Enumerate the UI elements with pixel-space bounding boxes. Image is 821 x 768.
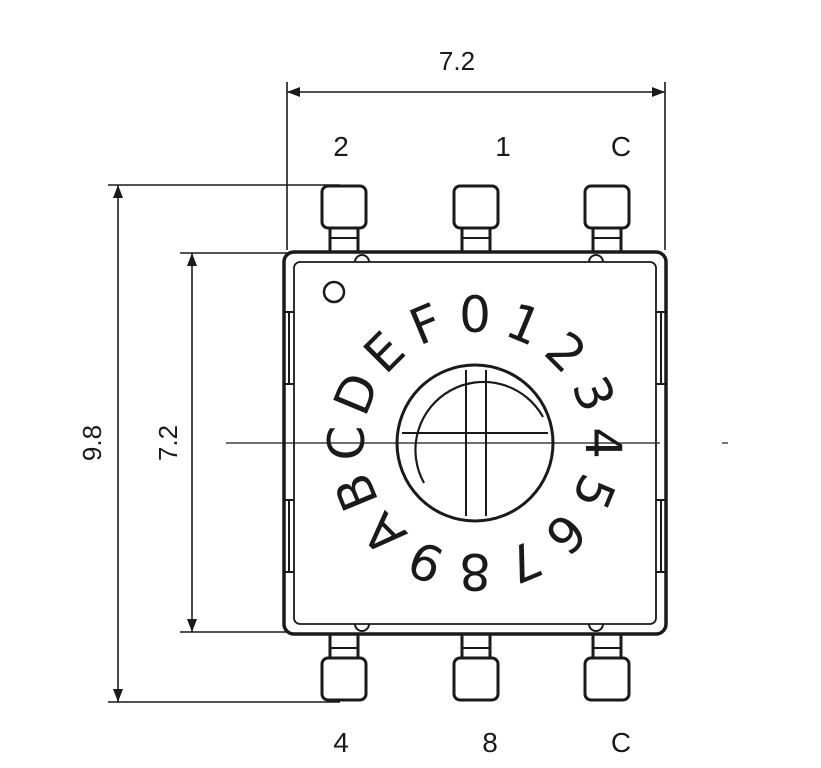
dimension-lines (108, 82, 666, 703)
pin-top-right (583, 184, 631, 256)
overall-height-dimension-label: 9.8 (77, 425, 107, 461)
pin-bottom-right (583, 630, 631, 702)
dial-char-c: C (318, 426, 376, 461)
rotor-inner-arc (414, 380, 544, 484)
dimension-arrowheads (113, 87, 665, 702)
pin-label-bottom-right: C (611, 727, 631, 758)
pin-label-bottom-left: 4 (333, 727, 349, 758)
pin-top-left (320, 184, 368, 256)
dial-char-0: 0 (459, 286, 491, 344)
bottom-pins (320, 630, 631, 702)
top-pins (320, 184, 631, 256)
pin-label-top-right: C (611, 131, 631, 162)
body-height-dimension-label: 7.2 (153, 425, 183, 461)
pin-label-top-center: 1 (495, 131, 511, 162)
pin-bottom-center (452, 630, 500, 702)
pin-label-top-left: 2 (333, 131, 349, 162)
body-side-notches (284, 311, 666, 573)
body-pin-bumps (354, 254, 604, 632)
dial-char-8: 8 (459, 542, 491, 600)
pin-bottom-left (320, 630, 368, 702)
rotor-knob (395, 363, 555, 523)
pin-top-center (452, 184, 500, 256)
pin-label-bottom-center: 8 (482, 727, 498, 758)
width-dimension-label: 7.2 (439, 46, 475, 76)
rotor-outer-ring (395, 363, 555, 523)
orientation-mark-icon (322, 280, 346, 304)
dial-char-4: 4 (574, 427, 632, 459)
